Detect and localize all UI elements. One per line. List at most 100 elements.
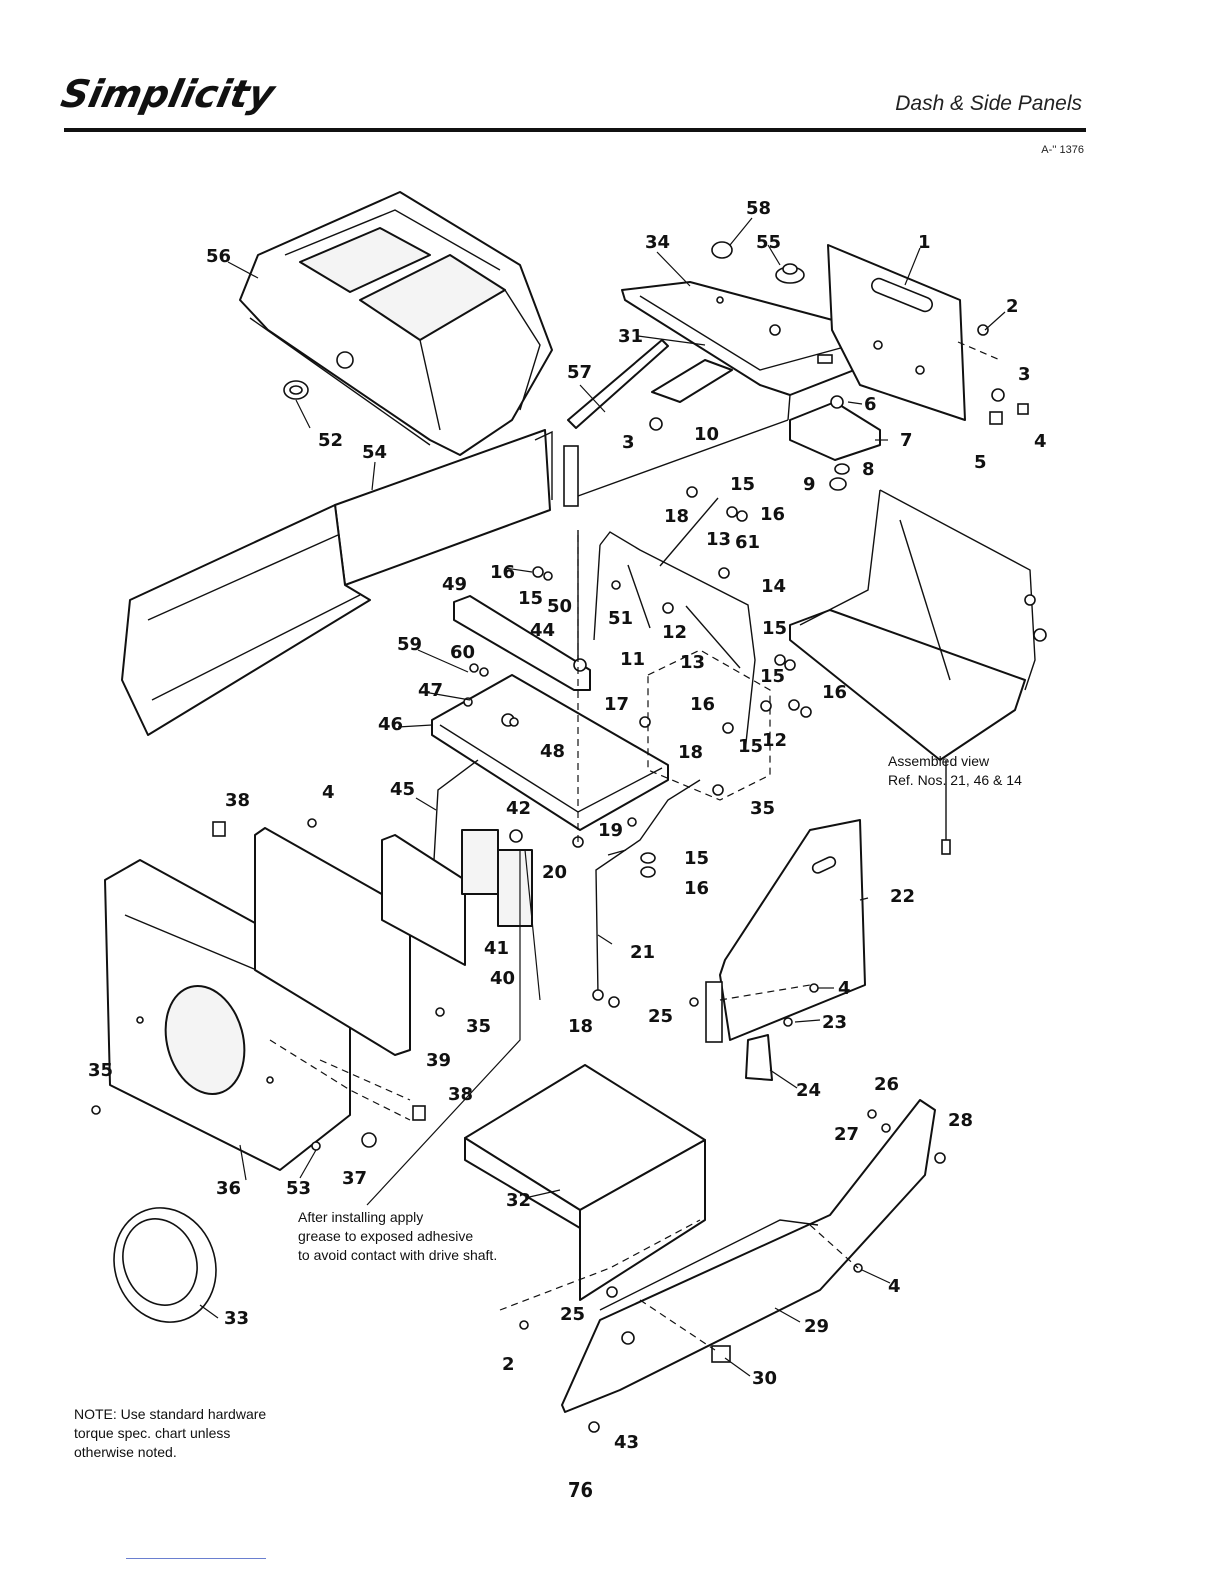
assembled-view-label: Assembled view Ref. Nos. 21, 46 & 14: [888, 752, 1022, 790]
callout: 48: [540, 741, 565, 762]
callout: 4: [322, 782, 335, 803]
callout: 2: [502, 1354, 515, 1375]
callout: 28: [948, 1110, 973, 1131]
assembled-view-frame: [789, 489, 1047, 855]
callout: 51: [608, 608, 633, 629]
callout: 57: [567, 362, 592, 383]
callout: 17: [604, 694, 629, 715]
callout: 15: [760, 666, 785, 687]
callout: 56: [206, 246, 231, 267]
part-24-bracket: [745, 1034, 773, 1081]
part-40-panel: [254, 827, 466, 1056]
part-21-rod: [592, 779, 701, 1008]
hardware-note-line: torque spec. chart unless: [74, 1425, 231, 1441]
hardware-note-line: NOTE: Use standard hardware: [74, 1406, 267, 1422]
part-10-plate: [651, 359, 733, 403]
part-29-lower-panel: [561, 1099, 936, 1413]
part-49-channel: [453, 595, 591, 691]
assembled-view-line: Ref. Nos. 21, 46 & 14: [888, 772, 1022, 788]
callout: 45: [390, 779, 415, 800]
part-11-arm: [627, 564, 651, 629]
part-55-knob: [775, 263, 805, 284]
callout: 39: [426, 1050, 451, 1071]
hardware-note: NOTE: Use standard hardware torque spec.…: [74, 1405, 266, 1462]
callout: 19: [598, 820, 623, 841]
leader-lines: [199, 217, 1006, 1377]
callout: 33: [224, 1308, 249, 1329]
callout: 41: [484, 938, 509, 959]
part-33-seal-ring: [113, 1207, 217, 1323]
part-13-linkage: [659, 497, 741, 669]
callout: 15: [762, 618, 787, 639]
callout: 4: [1034, 431, 1047, 452]
callout: 1: [918, 232, 931, 253]
part-32-cover: [464, 1064, 706, 1301]
grease-note: After installing apply grease to exposed…: [298, 1208, 497, 1265]
callout: 3: [1018, 364, 1031, 385]
callout: 9: [803, 474, 816, 495]
hardware-note-line: otherwise noted.: [74, 1444, 177, 1460]
callout: 32: [506, 1190, 531, 1211]
callout: 29: [804, 1316, 829, 1337]
callout: 23: [822, 1012, 847, 1033]
callout: 13: [680, 652, 705, 673]
hardware-top-right: [649, 324, 1029, 491]
callout: 6: [864, 394, 877, 415]
part-56-dash-cowl: [239, 191, 553, 456]
callout: 10: [694, 424, 719, 445]
part-57-support-rod: [563, 339, 791, 507]
callout: 25: [648, 1006, 673, 1027]
callout: 26: [874, 1074, 899, 1095]
callout: 53: [286, 1178, 311, 1199]
callout: 55: [756, 232, 781, 253]
callout: 15: [518, 588, 543, 609]
callout: 7: [900, 430, 913, 451]
dashed-alignment-lines: [269, 341, 1001, 1351]
section-title: Dash & Side Panels: [895, 92, 1082, 115]
callout: 35: [750, 798, 775, 819]
callout: 8: [862, 459, 875, 480]
callout: 16: [690, 694, 715, 715]
header-rule: [64, 128, 1086, 132]
callout: 42: [506, 798, 531, 819]
footer-line: [126, 1558, 266, 1559]
callout: 15: [738, 736, 763, 757]
part-34-dash-panel: [621, 281, 881, 396]
callout: 13: [706, 529, 731, 550]
grease-note-line: to avoid contact with drive shaft.: [298, 1247, 498, 1263]
grease-note-line: grease to exposed adhesive: [298, 1228, 474, 1244]
callout: 38: [448, 1084, 473, 1105]
part-22-side-panel: [705, 819, 866, 1043]
callout: 4: [838, 978, 851, 999]
callout: 44: [530, 620, 555, 641]
callout: 54: [362, 442, 387, 463]
callout: 50: [547, 596, 572, 617]
callout: 15: [730, 474, 755, 495]
part-54-side-panel: [121, 429, 553, 736]
callout: 12: [762, 730, 787, 751]
callout: 12: [662, 622, 687, 643]
callout: 18: [678, 742, 703, 763]
callout: 4: [888, 1276, 901, 1297]
callout: 15: [684, 848, 709, 869]
part-52-grommet: [283, 380, 309, 400]
callout: 22: [890, 886, 915, 907]
callout: 18: [568, 1016, 593, 1037]
part-46-frame: [431, 658, 669, 831]
callout: 58: [746, 198, 771, 219]
callout: 38: [225, 790, 250, 811]
part-58-bezel: [711, 241, 733, 259]
callout: 43: [614, 1432, 639, 1453]
assembled-view-line: Assembled view: [888, 753, 990, 769]
callout: 21: [630, 942, 655, 963]
callout: 37: [342, 1168, 367, 1189]
callout: 20: [542, 862, 567, 883]
callout: 46: [378, 714, 403, 735]
callout: 2: [1006, 296, 1019, 317]
part-45-rod: [433, 759, 479, 861]
doc-ref: A-'' 1376: [1041, 144, 1084, 156]
callout: 24: [796, 1080, 821, 1101]
callout: 5: [974, 452, 987, 473]
